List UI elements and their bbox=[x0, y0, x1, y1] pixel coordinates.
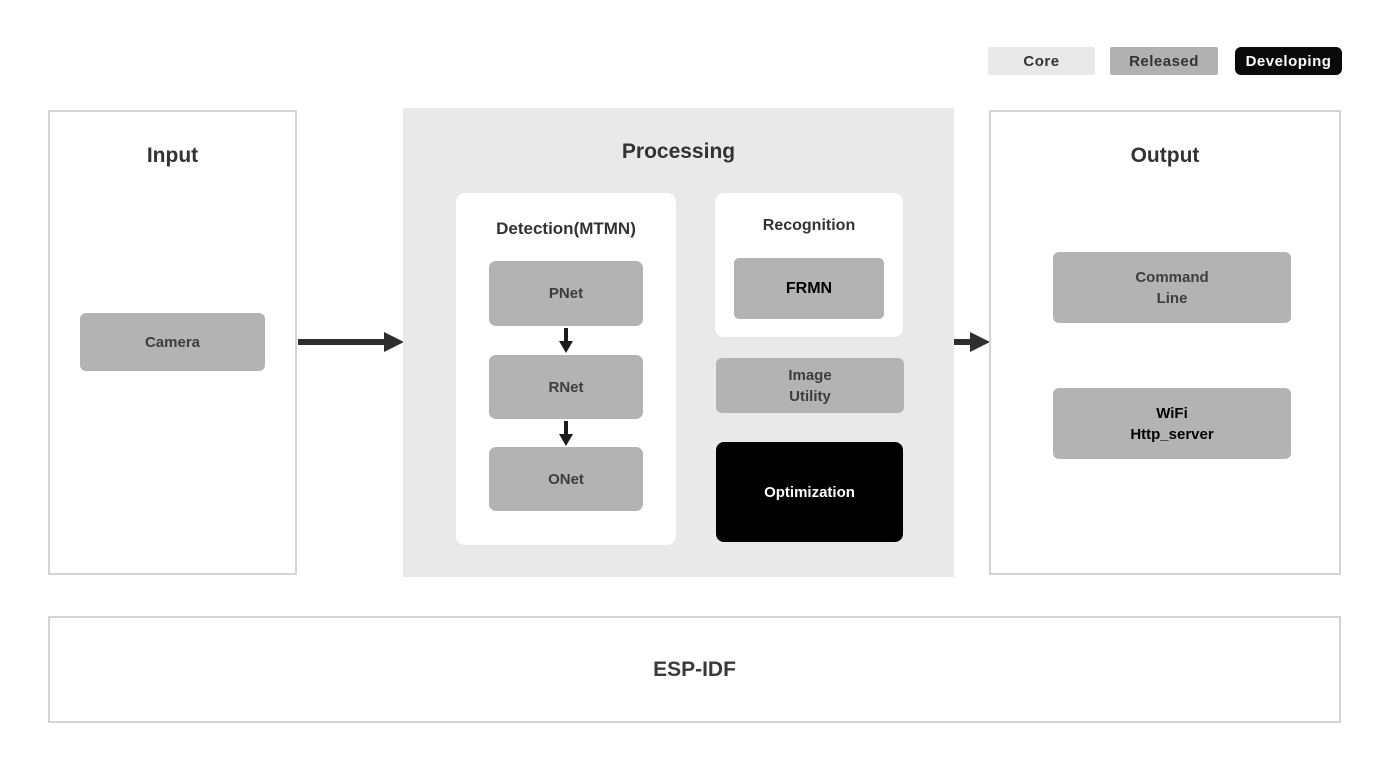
recognition-group-title: Recognition bbox=[762, 217, 856, 234]
image-utility-node: Image Utility bbox=[716, 358, 904, 413]
arrow-head-icon bbox=[559, 434, 573, 446]
legend-core-badge: Core bbox=[988, 47, 1095, 75]
detection-group-title: Detection(MTMN) bbox=[496, 219, 636, 238]
legend-released-badge: Released bbox=[1110, 47, 1218, 75]
frmn-node-label: FRMN bbox=[785, 280, 833, 297]
onet-node: ONet bbox=[489, 447, 643, 511]
command-line-label-line2: Line bbox=[1156, 289, 1188, 307]
arrow-head-icon bbox=[970, 332, 990, 352]
output-panel: Output bbox=[989, 110, 1341, 575]
command-line-node: Command Line bbox=[1053, 252, 1291, 323]
arrow-head-icon bbox=[384, 332, 404, 352]
camera-node: Camera bbox=[80, 313, 265, 371]
frmn-node: FRMN bbox=[734, 258, 884, 319]
legend-released-label: Released bbox=[1129, 52, 1199, 70]
arrow-head-icon bbox=[559, 341, 573, 353]
camera-node-label: Camera bbox=[144, 333, 201, 351]
esp-idf-title: ESP-IDF bbox=[653, 657, 736, 681]
optimization-node-label: Optimization bbox=[764, 483, 855, 501]
wifi-label-line2: Http_server bbox=[1130, 425, 1214, 443]
image-utility-label-line1: Image bbox=[788, 366, 832, 384]
optimization-node: Optimization bbox=[716, 442, 903, 542]
input-panel-title: Input bbox=[146, 144, 199, 167]
command-line-label-line1: Command bbox=[1135, 268, 1209, 286]
legend-core-label: Core bbox=[1023, 52, 1060, 70]
pnet-node: PNet bbox=[489, 261, 643, 326]
pnet-node-label: PNet bbox=[548, 285, 584, 302]
legend-developing-label: Developing bbox=[1245, 52, 1332, 70]
output-panel-title: Output bbox=[1130, 144, 1200, 167]
processing-panel-title: Processing bbox=[621, 140, 736, 163]
arrow-stem bbox=[298, 339, 386, 345]
wifi-label-line1: WiFi bbox=[1156, 404, 1188, 422]
esp-idf-panel: ESP-IDF bbox=[48, 616, 1341, 723]
arrow-stem bbox=[564, 328, 568, 342]
arrow-stem bbox=[564, 421, 568, 435]
legend-developing-badge: Developing bbox=[1235, 47, 1342, 75]
wifi-http-server-node: WiFi Http_server bbox=[1053, 388, 1291, 459]
rnet-node: RNet bbox=[489, 355, 643, 419]
onet-node-label: ONet bbox=[548, 470, 584, 488]
image-utility-label-line2: Utility bbox=[789, 387, 831, 405]
rnet-node-label: RNet bbox=[548, 378, 584, 396]
arrow-stem bbox=[954, 339, 972, 345]
